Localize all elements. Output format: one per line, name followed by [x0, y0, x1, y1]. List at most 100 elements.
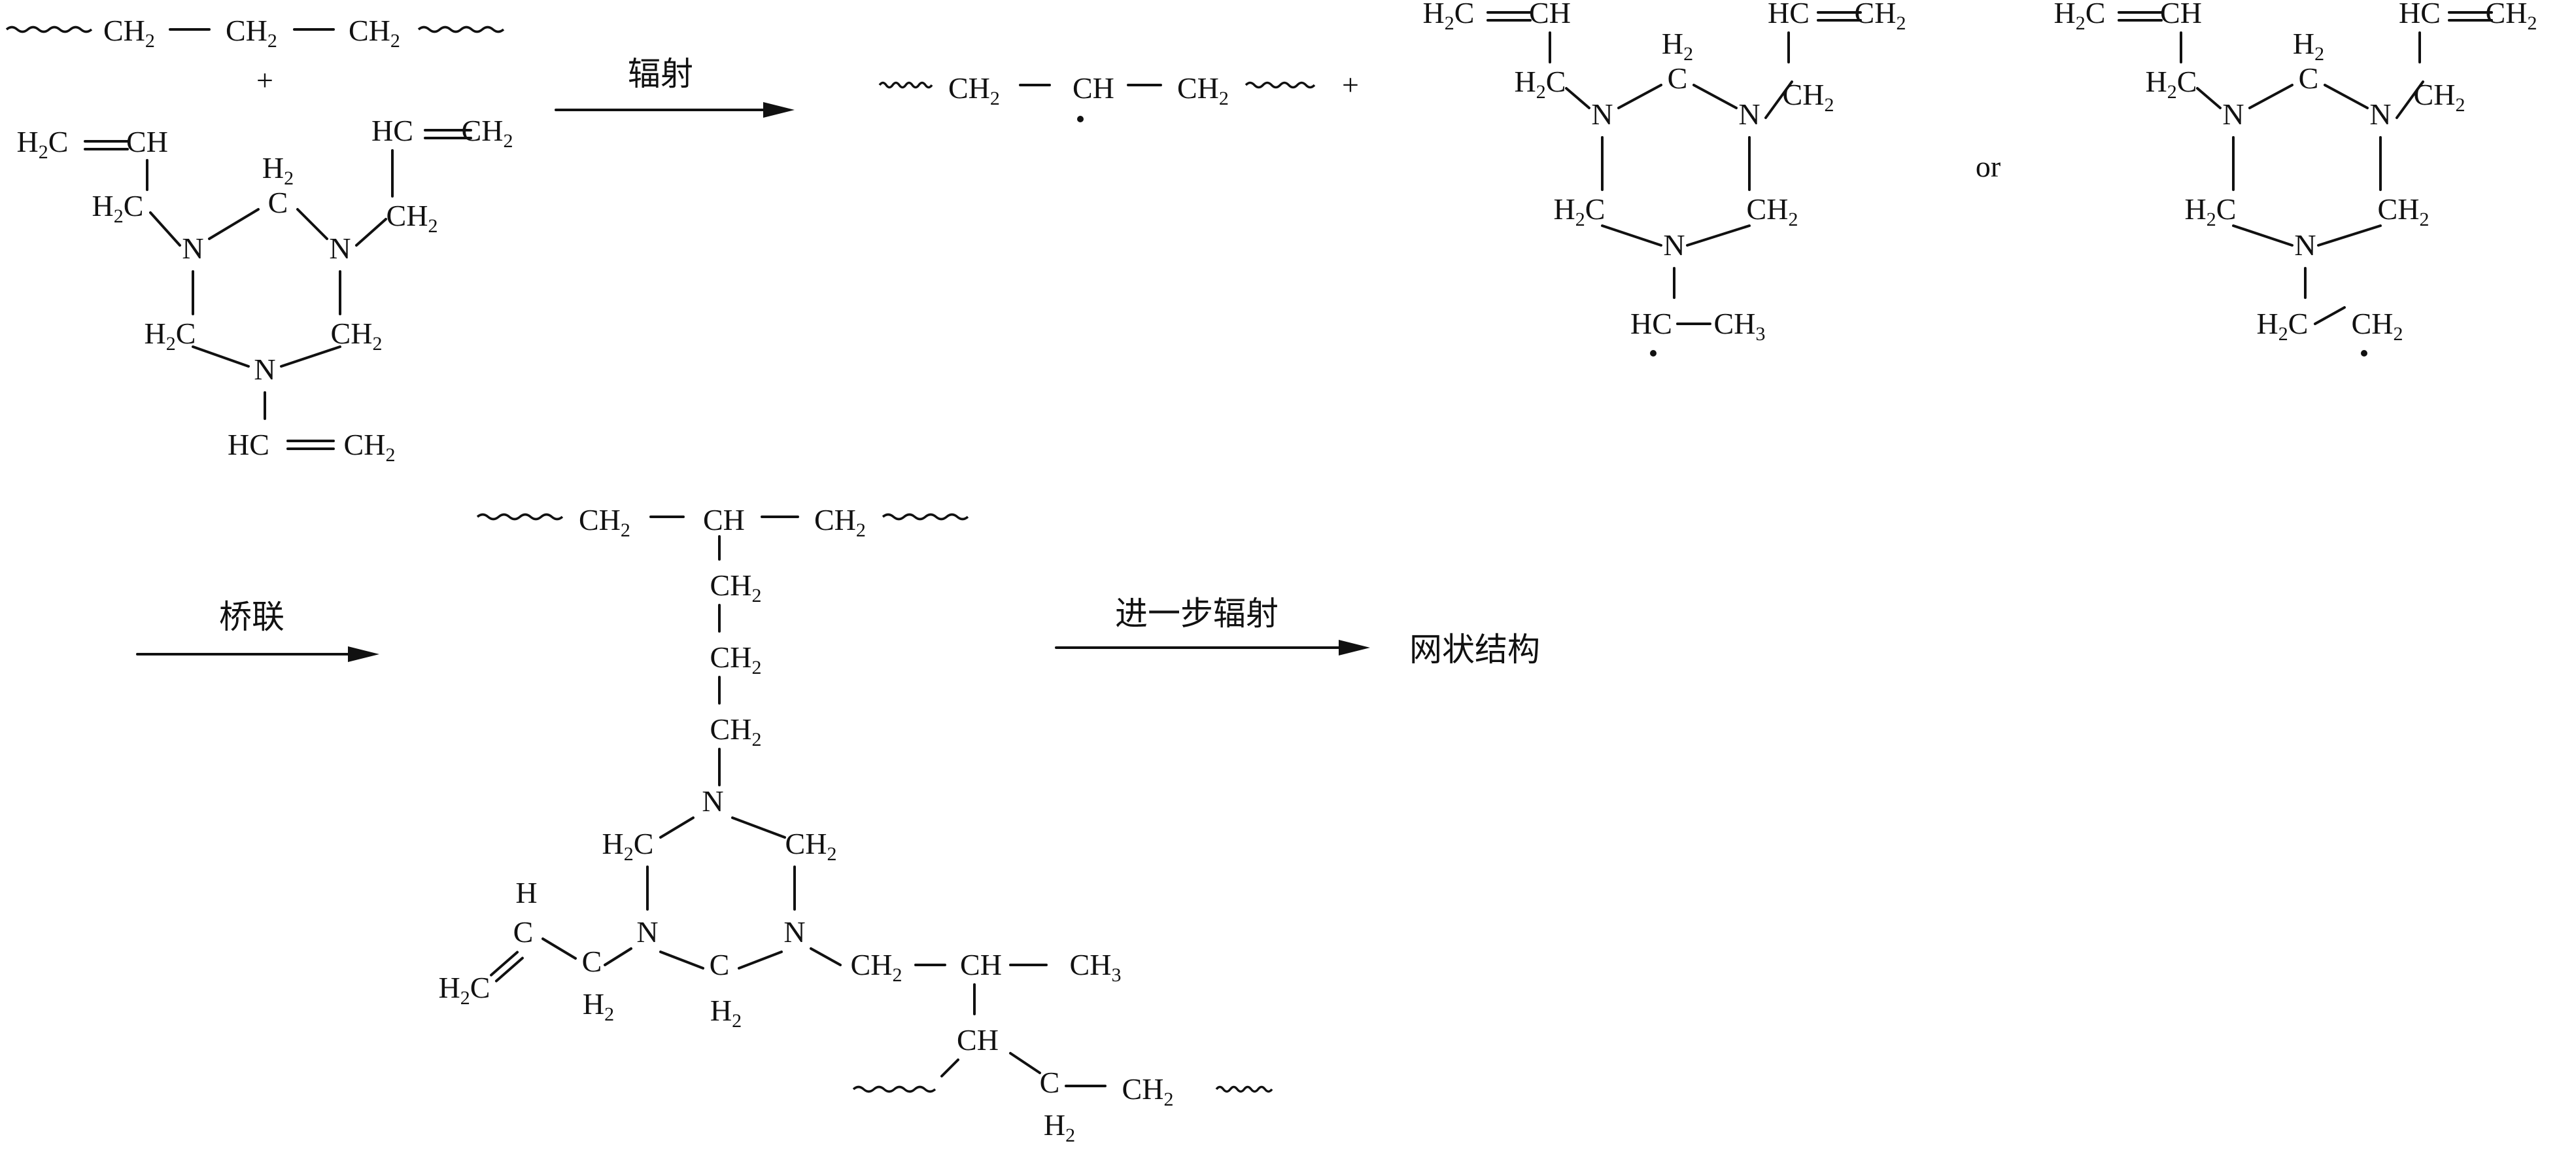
atom-label-60: H2C: [1515, 65, 1566, 103]
atom-label-137: H2: [710, 994, 742, 1032]
bond-line-58: [1601, 224, 1662, 247]
atom-label-12: CH2: [331, 317, 383, 355]
atom-label-143: H: [515, 876, 537, 909]
atom-label-140: H2: [583, 987, 614, 1025]
atom-label-53: N: [1663, 228, 1685, 262]
atom-label-78: CH3: [1714, 307, 1766, 345]
atom-label-48: C: [1668, 61, 1688, 95]
atom-label-96: H2C: [2054, 0, 2106, 34]
atom-label-20: H2C: [92, 189, 144, 227]
atom-label-24: H2C: [17, 125, 69, 163]
atom-label-47: N: [1591, 97, 1613, 131]
atom-label-27: CH2: [386, 199, 438, 237]
polymer-chain-wave-39: [878, 81, 933, 89]
plus-sign-reactants: +: [256, 63, 273, 97]
atom-label-148: CH2: [851, 948, 902, 986]
atom-label-71: CH2: [1855, 0, 1906, 34]
atom-label-136: C: [710, 948, 730, 981]
atom-label-3: CH2: [226, 14, 277, 52]
atom-label-103: CH2: [2486, 0, 2537, 34]
arrow-label-bridging: 桥联: [219, 598, 284, 636]
bond-line-138: [604, 947, 632, 966]
polymer-chain-wave-6: [417, 26, 505, 33]
atom-label-9: H2: [262, 151, 294, 189]
bond-line-156: [940, 1058, 959, 1077]
atom-label-94: CH: [2160, 0, 2202, 29]
bond-line-61: [1565, 87, 1590, 109]
bond-line-93: [2196, 87, 2222, 109]
further-radiation-arrow-head: [1339, 640, 1370, 656]
bond-line-128: [659, 816, 695, 839]
atom-label-107: H2C: [2257, 307, 2309, 345]
atom-label-159: H2: [1044, 1108, 1075, 1146]
atom-label-79: N: [2222, 97, 2244, 131]
atom-label-51: H2C: [1554, 192, 1606, 230]
atom-label-45: CH2: [1177, 71, 1229, 109]
radical-dot-76: [1650, 350, 1657, 357]
atom-label-92: H2C: [2146, 65, 2197, 103]
plus-sign-products: +: [1342, 68, 1359, 101]
polymer-chain-wave-111: [476, 513, 564, 521]
bond-line-19: [280, 345, 341, 368]
atom-label-121: CH2: [710, 640, 762, 678]
atom-label-126: H2C: [602, 827, 654, 865]
atom-label-35: HC: [228, 428, 269, 461]
atom-label-133: N: [783, 915, 805, 949]
bond-line-59: [1686, 224, 1751, 247]
bond-line-100: [2396, 80, 2424, 119]
atom-label-42: CH: [1073, 71, 1114, 105]
polymer-chain-wave-46: [1245, 81, 1316, 89]
atom-label-132: N: [636, 915, 658, 949]
atom-label-80: C: [2299, 61, 2319, 95]
atom-label-112: CH2: [579, 503, 630, 541]
bond-line-157: [1009, 1052, 1041, 1074]
atom-label-158: C: [1040, 1066, 1060, 1099]
atom-label-62: CH: [1529, 0, 1571, 29]
polymer-chain-wave-155: [852, 1085, 936, 1093]
atom-label-161: CH2: [1122, 1072, 1174, 1110]
bond-line-147: [810, 947, 842, 966]
bond-line-135: [738, 951, 783, 970]
bond-line-91: [2317, 224, 2382, 247]
radical-dot-110: [2361, 350, 2367, 357]
bond-line-14: [208, 208, 260, 240]
atom-label-119: CH2: [710, 568, 762, 606]
atom-label-5: CH2: [349, 14, 400, 52]
bond-line-141: [541, 937, 577, 960]
atom-label-40: CH2: [948, 71, 1000, 109]
atom-label-8: C: [268, 186, 288, 219]
polymer-chain-wave-117: [882, 513, 969, 521]
atom-label-1: CH2: [103, 14, 155, 52]
atom-label-49: H2: [1662, 27, 1693, 65]
atom-label-13: N: [254, 353, 275, 386]
atom-label-142: C: [513, 915, 534, 949]
atom-label-85: N: [2294, 228, 2316, 262]
atom-label-123: CH2: [710, 712, 762, 750]
atom-label-109: CH2: [2352, 307, 2403, 345]
atom-label-146: H2C: [439, 971, 490, 1009]
atom-label-84: CH2: [2378, 192, 2430, 230]
atom-label-116: CH2: [814, 503, 866, 541]
atom-label-50: N: [1738, 97, 1760, 131]
atom-label-22: CH: [126, 125, 168, 158]
bond-line-68: [1764, 80, 1793, 119]
radiation-arrow-head: [763, 102, 795, 118]
bond-line-90: [2232, 224, 2293, 247]
atom-label-7: N: [182, 232, 203, 265]
bond-line-145: [494, 956, 524, 983]
atom-label-152: CH3: [1070, 948, 1122, 986]
polymer-chain-wave-0: [5, 26, 93, 33]
bond-line-87: [2324, 84, 2369, 109]
atom-label-83: H2C: [2185, 192, 2237, 230]
atom-label-52: CH2: [1747, 192, 1798, 230]
bridging-arrow-head: [348, 646, 379, 662]
atom-label-139: C: [582, 945, 602, 978]
atom-label-101: HC: [2399, 0, 2441, 29]
atom-label-75: HC: [1630, 307, 1672, 340]
radical-dot-43: [1077, 116, 1084, 122]
atom-label-11: H2C: [145, 317, 196, 355]
bond-line-18: [192, 345, 250, 368]
atom-label-114: CH: [703, 503, 745, 536]
bond-line-15: [296, 208, 328, 240]
atom-label-31: CH2: [462, 114, 513, 152]
